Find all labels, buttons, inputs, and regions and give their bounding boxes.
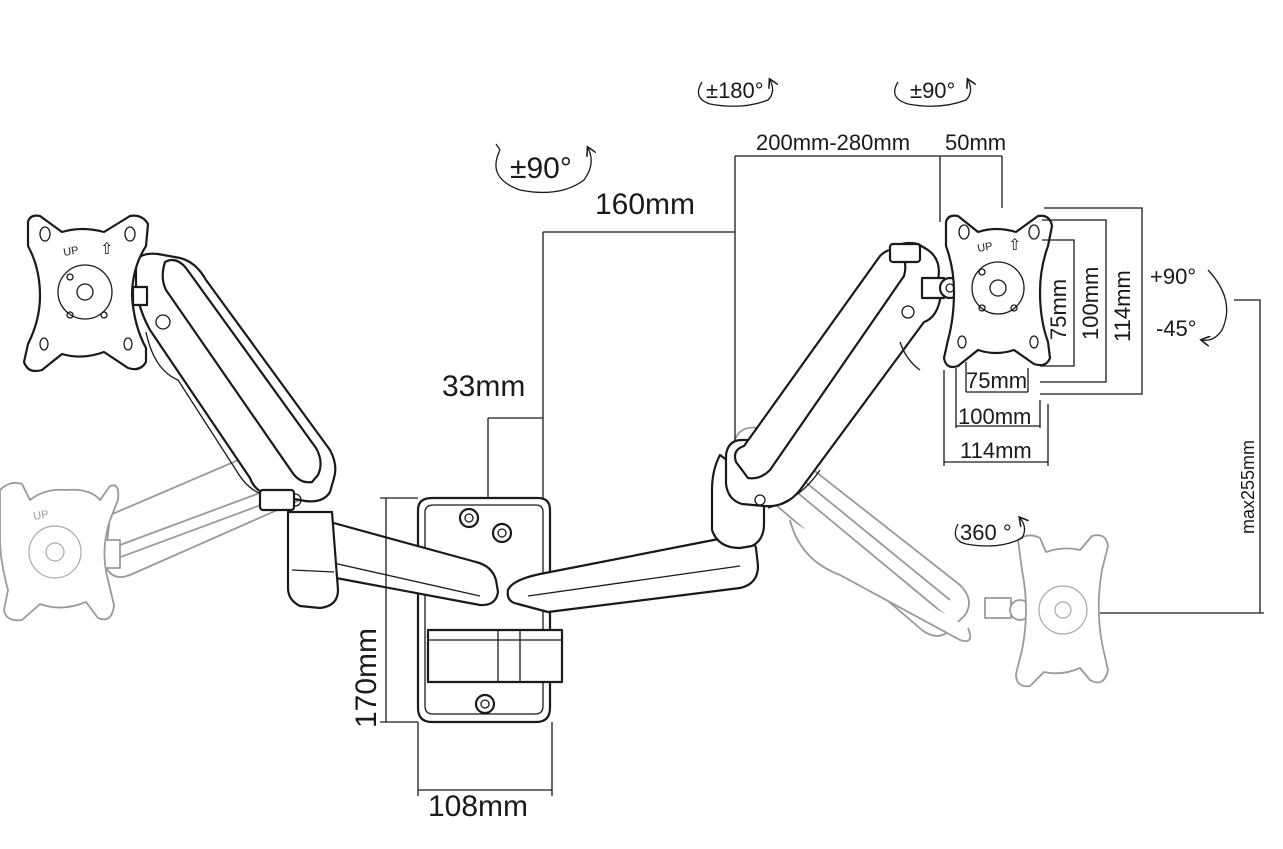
vesa-75-horizontal-label: 75mm: [966, 368, 1027, 393]
left-vesa-plate: UP ⇧: [22, 214, 150, 373]
swivel-90-label: ±90°: [910, 78, 955, 103]
ghost-right-plate: [1015, 534, 1109, 688]
tilt-offset-label: 50mm: [945, 130, 1006, 155]
swivel-180-label: ±180°: [706, 78, 764, 103]
bracket-height-label: 170mm: [350, 628, 383, 728]
height-range-label: max255mm: [1238, 440, 1258, 534]
wall-bracket: [416, 496, 564, 724]
vesa-75-vertical-label: 75mm: [1046, 279, 1071, 340]
right-plate-arrow-icon: ⇧: [1008, 237, 1021, 254]
vesa-100-vertical-label: 100mm: [1078, 267, 1103, 340]
tilt-down-label: -45°: [1156, 316, 1197, 341]
left-arm: [131, 252, 500, 610]
ghost-left-plate: UP: [0, 481, 120, 622]
bracket-width-label: 108mm: [428, 790, 528, 823]
right-vesa-plate: UP ⇧: [942, 214, 1054, 369]
arm-swivel-label: ±90°: [510, 152, 572, 185]
plate-114-vertical-label: 114mm: [1110, 270, 1135, 342]
right-arm: [506, 241, 962, 614]
dimension-lines: [380, 155, 1264, 796]
pole-offset-label: 33mm: [442, 370, 525, 403]
ghost-up-mark: UP: [32, 508, 49, 522]
arm-reach-label: 160mm: [595, 188, 695, 221]
plate-114-horizontal-label: 114mm: [960, 438, 1032, 463]
rotate-360-label: 360 °: [960, 520, 1012, 545]
right-plate-up-mark: UP: [976, 240, 993, 254]
rotation-arcs: [495, 80, 1228, 547]
left-plate-up-mark: UP: [62, 244, 79, 258]
vesa-100-horizontal-label: 100mm: [958, 404, 1031, 429]
tilt-up-label: +90°: [1150, 264, 1196, 289]
left-plate-arrow-icon: ⇧: [100, 241, 113, 258]
extension-range-label: 200mm-280mm: [756, 130, 910, 155]
